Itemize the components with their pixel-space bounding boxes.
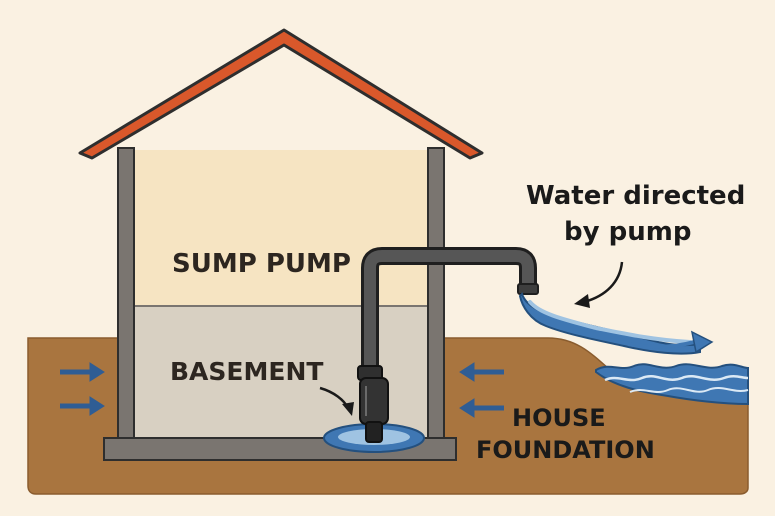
label-house-foundation-line2: FOUNDATION [476,436,655,464]
label-water-note-line2: by pump [564,217,691,247]
water-flow-arrow [627,340,695,349]
discharge-pipe-inner [364,250,534,370]
arrow-right-icon [60,362,105,382]
water-note-arrow [583,261,624,304]
water-wave-lines [629,387,749,393]
arrow-left-icon [459,398,504,418]
label-sump-pump: SUMP PUMP [172,249,351,279]
left-wall [117,147,135,443]
water-flow-arrowhead [690,330,714,354]
arrow-right-icon [60,396,105,416]
sump-pump-icon [357,365,389,443]
water-note-arrowhead [574,294,590,308]
water-wave-lines [604,374,749,382]
arrow-left-icon [459,362,504,382]
label-house-foundation-line1: HOUSE [512,404,606,432]
right-wall [427,147,445,443]
upper-floor [118,150,440,306]
water-stream-highlight [528,300,692,344]
label-water-note-line1: Water directed [526,181,745,211]
label-basement: BASEMENT [170,357,323,386]
pump-callout-arrowhead [342,402,354,416]
drainage-water-pool [595,363,749,406]
house-roof [78,28,484,160]
pipe-outlet [517,283,539,295]
